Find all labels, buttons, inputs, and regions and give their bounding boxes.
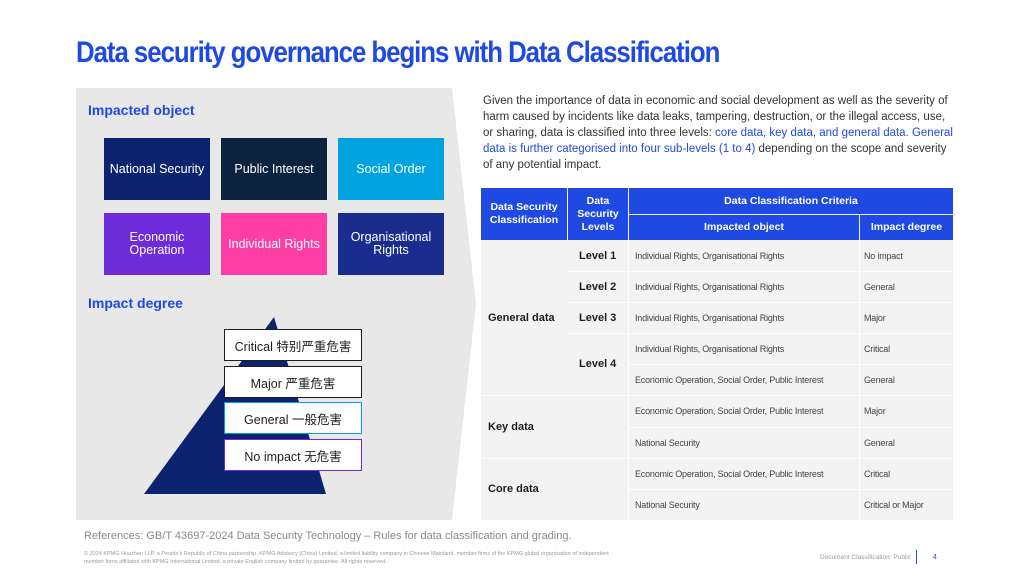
level-1: Level 1 [579, 249, 617, 262]
cell-impacted: National Security [635, 499, 700, 510]
tile-label: National Security [109, 161, 205, 176]
cell-impacted: Individual Rights, Organisational Rights [635, 343, 785, 354]
cell-degree: Critical [864, 343, 890, 354]
cell-degree: General [864, 281, 895, 292]
level-label: Major 严重危害 [250, 376, 336, 391]
page-number: 4 [933, 554, 937, 561]
cell-impacted: Economic Operation, Social Order, Public… [635, 374, 824, 385]
header-impact-degree: Impact degree [860, 215, 953, 240]
tile-label: Individual Rights [228, 236, 320, 251]
divider [481, 458, 953, 459]
divider [567, 302, 953, 303]
divider [567, 333, 953, 334]
level-3: Level 3 [579, 311, 617, 324]
header-criteria: Data Classification Criteria [629, 188, 953, 214]
group-key-data: Key data [488, 420, 534, 433]
intro-text-end: depending on the scope and severity of a… [483, 143, 947, 171]
impacted-object-label: Impacted object [88, 102, 195, 118]
header-classification: Data Security Classification [481, 188, 567, 240]
tile-label: Economic Operation [129, 230, 185, 257]
level-critical: Critical 特别严重危害 [224, 329, 362, 361]
cell-degree: Critical [864, 468, 890, 479]
level-label: General 一般危害 [244, 412, 342, 427]
divider [629, 489, 953, 490]
cell-degree: General [864, 374, 895, 385]
impact-degree-label: Impact degree [88, 295, 183, 311]
tile-label: Social Order [356, 161, 426, 176]
level-no-impact: No impact 无危害 [224, 439, 362, 471]
divider [859, 240, 860, 520]
divider [629, 364, 953, 365]
classification-table: Data Security Classification Data Securi… [481, 188, 953, 520]
tile-label: Organisational Rights [350, 230, 432, 257]
tile-economic-operation: Economic Operation [104, 213, 210, 275]
tile-label: Public Interest [234, 161, 314, 176]
tile-public-interest: Public Interest [221, 138, 327, 200]
cell-degree: No impact [864, 250, 903, 261]
cell-degree: General [864, 437, 895, 448]
document-classification: Document Classification: Public [820, 554, 912, 561]
divider [629, 427, 953, 428]
level-label: Critical 特别严重危害 [234, 339, 352, 354]
level-4: Level 4 [579, 358, 617, 370]
cell-impacted: Individual Rights, Organisational Rights [635, 281, 785, 292]
cell-impacted: Economic Operation, Social Order, Public… [635, 406, 824, 416]
level-major: Major 严重危害 [224, 366, 362, 398]
tile-social-order: Social Order [338, 138, 444, 200]
cell-impacted: National Security [635, 437, 700, 448]
level-label: No impact 无危害 [244, 449, 342, 464]
cell-degree: Critical or Major [864, 499, 924, 510]
page-title: Data security governance begins with Dat… [76, 36, 720, 69]
cell-degree: Major [864, 406, 886, 416]
divider [628, 240, 629, 520]
intro-text: Given the importance of data in economic… [483, 95, 948, 139]
group-general-data: General data [488, 311, 555, 324]
level-2: Level 2 [579, 280, 617, 293]
header-impacted-object: Impacted object [629, 215, 859, 240]
divider [567, 271, 953, 272]
header-levels: Data Security Levels [568, 188, 628, 240]
fine-print: © 2024 KPMG Huazhen LLP, a People's Repu… [84, 551, 609, 565]
cell-impacted: Economic Operation, Social Order, Public… [635, 468, 824, 479]
cell-impacted: Individual Rights, Organisational Rights [635, 250, 785, 261]
tile-national-security: National Security [104, 138, 210, 200]
references: References: GB/T 43697-2024 Data Securit… [84, 530, 572, 542]
level-general: General 一般危害 [224, 402, 362, 434]
left-panel: Impacted object National Security Public… [76, 88, 476, 520]
intro-highlight: core data, key data, and general data. G… [483, 127, 953, 155]
footer-divider [916, 550, 917, 564]
intro-paragraph: Given the importance of data in economic… [483, 93, 953, 173]
cell-degree: Major [864, 312, 886, 323]
tile-individual-rights: Individual Rights [221, 213, 327, 275]
tile-organisational-rights: Organisational Rights [338, 213, 444, 275]
group-core-data: Core data [488, 483, 539, 495]
cell-impacted: Individual Rights, Organisational Rights [635, 312, 785, 323]
divider [481, 395, 953, 396]
